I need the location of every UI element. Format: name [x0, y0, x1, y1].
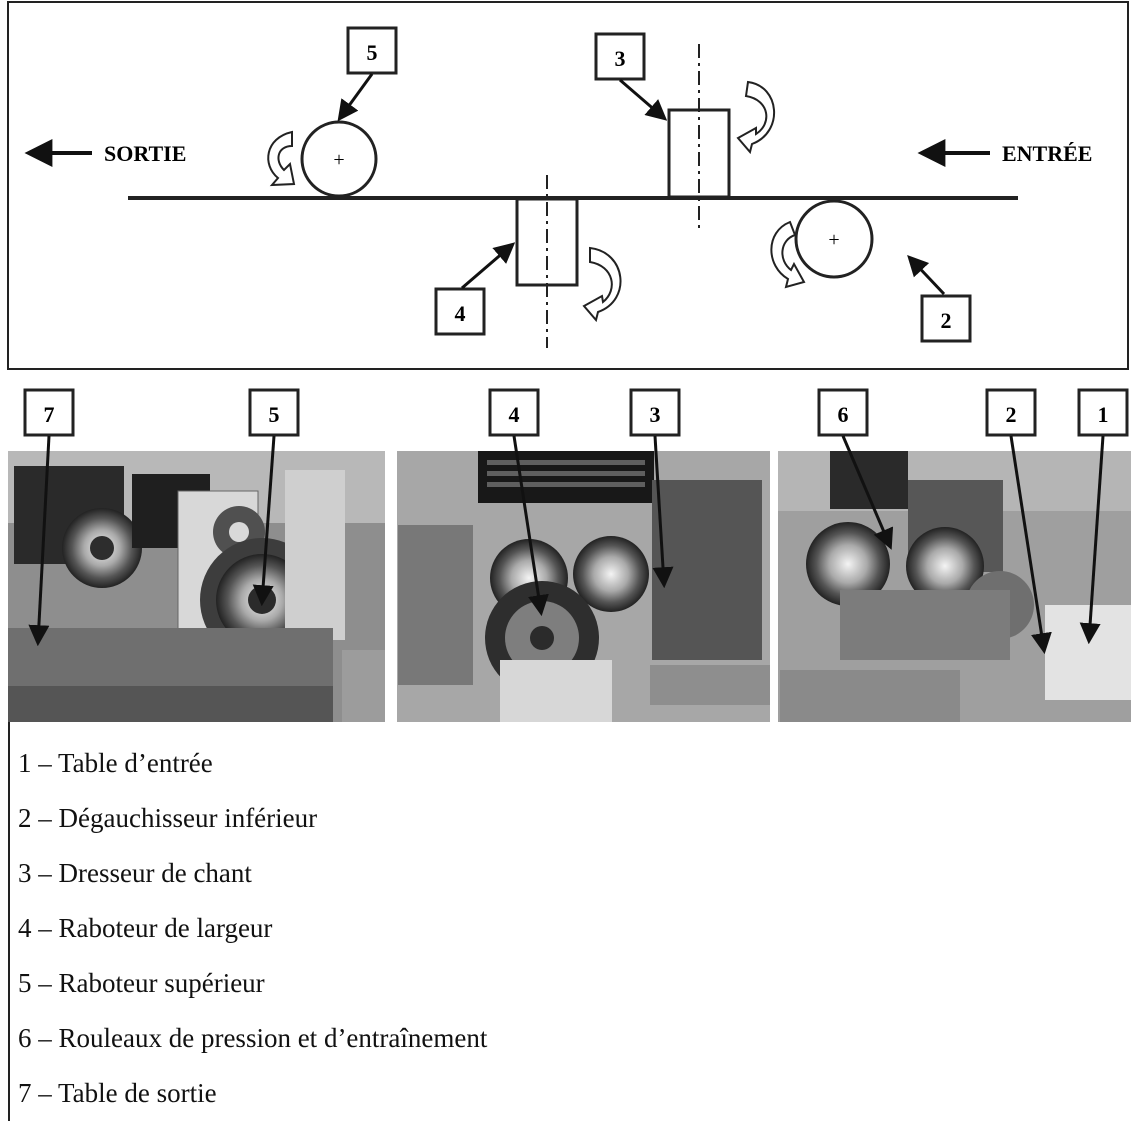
photo-marker-box-7 [23, 388, 75, 437]
marker-box-3 [594, 32, 646, 81]
legend-item-2: 2 – Dégauchisseur inférieur [18, 803, 318, 833]
marker-pointer-5 [337, 73, 374, 122]
photo-marker-label-2: 2 [1006, 402, 1017, 427]
marker-label-2: 2 [941, 308, 952, 333]
schematic-panel: SORTIE ENTRÉE + + 5 [7, 1, 1129, 370]
legend-item-7: 7 – Table de sortie [18, 1078, 217, 1108]
marker-pointer-2 [907, 254, 946, 296]
photo-pointer-3 [652, 435, 674, 589]
legend-item-4: 4 – Raboteur de largeur [18, 913, 273, 943]
bottom-roller-rotation-arrow [770, 220, 806, 289]
photo-labels: 7 5 4 3 6 2 1 [23, 388, 1129, 437]
top-roller-center-mark: + [333, 149, 344, 171]
top-planer-roller [300, 120, 378, 198]
bottom-jointer-roller [794, 199, 874, 279]
marker-label-4: 4 [455, 301, 466, 326]
legend-item-1: 1 – Table d’entrée [18, 748, 213, 778]
photo-marker-label-3: 3 [650, 402, 661, 427]
photo-marker-box-1 [1077, 388, 1129, 437]
figure-svg: SORTIE ENTRÉE + + 5 [7, 1, 1131, 722]
legend-item-3: 3 – Dresseur de chant [18, 858, 252, 888]
photo-marker-box-4 [488, 388, 540, 437]
photo-marker-box-6 [817, 388, 869, 437]
legend-item-6: 6 – Rouleaux de pression et d’entraîneme… [18, 1023, 488, 1053]
photo-pointer-arrows [28, 435, 1105, 655]
entree-label: ENTRÉE [1002, 141, 1092, 166]
legend-left-rule [8, 722, 10, 1121]
photo-pointer-6 [841, 435, 894, 550]
machine-photo-entry [778, 451, 1131, 722]
marker-label-5: 5 [367, 40, 378, 65]
photo-marker-label-1: 1 [1098, 402, 1109, 427]
machine-photo-cutters [397, 451, 770, 722]
width-cutter-rotation-arrow [582, 246, 622, 323]
machine-photo-exit [8, 451, 385, 722]
bottom-roller-center-mark: + [828, 229, 839, 251]
marker-label-3: 3 [615, 46, 626, 71]
photo-panel: 7 5 4 3 6 2 1 [8, 388, 1131, 722]
edge-cutter-rotation-arrow [736, 80, 776, 155]
marker-box-4 [434, 287, 486, 336]
photo-marker-label-4: 4 [509, 402, 520, 427]
sortie-label: SORTIE [104, 141, 186, 166]
photo-pointer-5 [252, 435, 276, 607]
photo-pointer-7 [28, 435, 51, 647]
photo-pointer-4 [512, 435, 549, 617]
photo-marker-box-2 [985, 388, 1037, 437]
photo-pointer-2 [1009, 435, 1052, 655]
legend: 1 – Table d’entrée 2 – Dégauchisseur inf… [0, 722, 1131, 1121]
photo-marker-label-5: 5 [269, 402, 280, 427]
photo-marker-box-5 [248, 388, 300, 437]
legend-item-5: 5 – Raboteur supérieur [18, 968, 265, 998]
photo-marker-label-6: 6 [838, 402, 849, 427]
marker-pointer-4 [461, 242, 516, 290]
marker-pointer-3 [619, 78, 668, 121]
photo-pointer-1 [1079, 435, 1105, 645]
photo-marker-box-3 [629, 388, 681, 437]
marker-box-5 [346, 26, 398, 75]
marker-box-2 [920, 294, 972, 343]
photo-marker-label-7: 7 [44, 402, 55, 427]
top-roller-rotation-arrow [267, 130, 296, 187]
